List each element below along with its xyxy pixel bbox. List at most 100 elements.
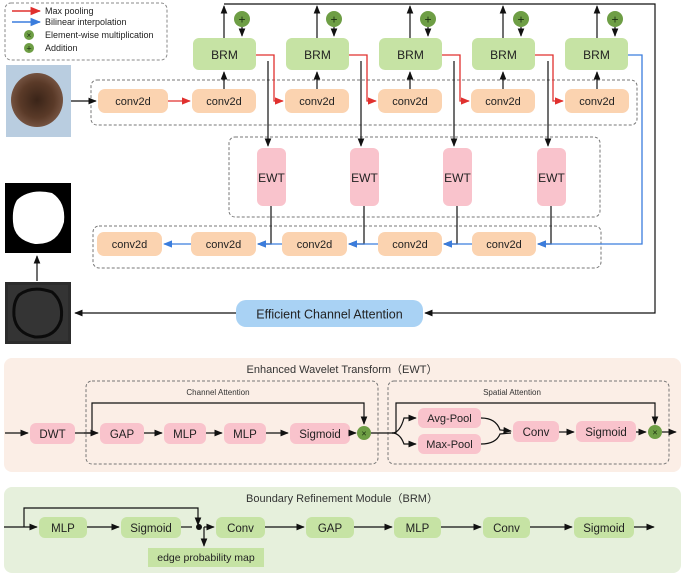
encoder-conv2d-3: conv2d [285,89,349,113]
brm-gap: GAP [306,517,354,538]
channel-attention-label: Channel Attention [186,388,249,397]
svg-text:Conv: Conv [227,523,254,535]
encoder-conv2d-4: conv2d [378,89,442,113]
svg-text:×: × [652,428,657,438]
svg-text:Efficient Channel Attention: Efficient Channel Attention [256,308,402,322]
encoder-conv2d-1: conv2d [98,89,168,113]
svg-text:+: + [26,44,31,54]
svg-text:BRM: BRM [304,48,331,62]
legend-bilinear: Bilinear interpolation [45,17,127,27]
svg-text:Sigmoid: Sigmoid [583,523,625,535]
svg-text:Sigmoid: Sigmoid [585,427,627,439]
svg-text:+: + [330,13,337,27]
svg-text:Max-Pool: Max-Pool [426,439,472,451]
decoder-conv2d-2: conv2d [191,232,256,256]
svg-text:MLP: MLP [233,429,257,441]
brm-block-2: BRM [286,38,349,70]
legend-max-pooling: Max pooling [45,6,94,16]
encoder-conv2d-5: conv2d [471,89,535,113]
ewt-gap: GAP [100,423,144,444]
encoder-conv2d-6: conv2d [565,89,629,113]
ewt-conv: Conv [513,421,559,442]
svg-text:+: + [424,13,431,27]
svg-text:conv2d: conv2d [115,96,150,108]
encoder-conv2d-2: conv2d [192,89,256,113]
svg-text:+: + [611,13,618,27]
brm-mlp-1: MLP [39,517,87,538]
ewt-sigmoid-2: Sigmoid [576,421,636,442]
svg-text:BRM: BRM [211,48,238,62]
svg-text:conv2d: conv2d [206,96,241,108]
brm-sigmoid-1: Sigmoid [121,517,181,538]
svg-text:conv2d: conv2d [299,96,334,108]
brm-block-3: BRM [379,38,442,70]
svg-text:conv2d: conv2d [297,239,332,251]
brm-mlp-2: MLP [394,517,441,538]
brm-conv-1: Conv [216,517,265,538]
spatial-attention-label: Spatial Attention [483,388,541,397]
legend-elementwise: Element-wise multiplication [45,30,154,40]
svg-text:GAP: GAP [110,429,135,441]
svg-text:+: + [517,13,524,27]
svg-text:+: + [238,13,245,27]
svg-text:conv2d: conv2d [485,96,520,108]
ewt-sigmoid-1: Sigmoid [290,423,350,444]
svg-text:conv2d: conv2d [206,239,241,251]
svg-text:×: × [27,31,32,40]
svg-text:edge probability map: edge probability map [157,552,255,564]
svg-text:conv2d: conv2d [392,96,427,108]
ewt-panel-title: Enhanced Wavelet Transform（EWT） [247,363,438,376]
svg-text:EWT: EWT [538,171,565,185]
edge-probability-map-label: edge probability map [148,548,264,567]
svg-text:Conv: Conv [493,523,520,535]
multiply-icon [24,30,34,40]
efficient-channel-attention: Efficient Channel Attention [236,300,423,327]
svg-text:Avg-Pool: Avg-Pool [427,413,471,425]
brm-block-5: BRM [565,38,628,70]
ewt-avg-pool: Avg-Pool [418,408,481,428]
ewt-mlp-1: MLP [164,423,206,444]
svg-text:Conv: Conv [523,427,550,439]
ewt-multiply-icon-1 [357,426,371,440]
svg-text:EWT: EWT [444,171,471,185]
brm-sigmoid-2: Sigmoid [574,517,634,538]
brm-conv-2: Conv [483,517,530,538]
brm-panel: Boundary Refinement Module（BRM） MLP Sigm… [4,487,681,573]
svg-text:MLP: MLP [173,429,197,441]
spatial-attention-group [387,380,670,465]
svg-text:EWT: EWT [258,171,285,185]
ewt-max-pool: Max-Pool [418,434,481,454]
ewt-panel: Enhanced Wavelet Transform（EWT） Channel … [4,358,681,472]
brm-block-1: BRM [193,38,256,70]
channel-attention-group [85,380,379,465]
ewt-multiply-icon-2 [648,425,662,439]
svg-text:BRM: BRM [490,48,517,62]
svg-text:conv2d: conv2d [112,239,147,251]
svg-text:GAP: GAP [318,523,343,535]
svg-text:conv2d: conv2d [486,239,521,251]
edge-map-image [5,282,71,344]
svg-text:conv2d: conv2d [392,239,427,251]
svg-text:DWT: DWT [39,429,65,441]
output-mask-image [5,183,71,253]
ewt-mlp-2: MLP [224,423,266,444]
svg-text:MLP: MLP [51,523,75,535]
ewt-dwt: DWT [30,423,75,444]
ewt-group [228,136,601,218]
input-image [6,65,71,137]
ewt-block-2: EWT [350,148,379,206]
ewt-block-3: EWT [443,148,472,206]
decoder-conv2d-3: conv2d [282,232,347,256]
legend-addition: Addition [45,43,78,53]
addition-circles: + + + + + [234,11,623,27]
svg-text:BRM: BRM [397,48,424,62]
svg-text:MLP: MLP [406,523,430,535]
legend: Max pooling Bilinear interpolation × Ele… [4,2,168,61]
ewt-block-1: EWT [257,148,286,206]
decoder-conv2d-1: conv2d [97,232,162,256]
svg-text:Sigmoid: Sigmoid [299,429,341,441]
encoder-group [90,79,638,126]
decoder-group [92,225,602,269]
decoder-conv2d-4: conv2d [378,232,442,256]
